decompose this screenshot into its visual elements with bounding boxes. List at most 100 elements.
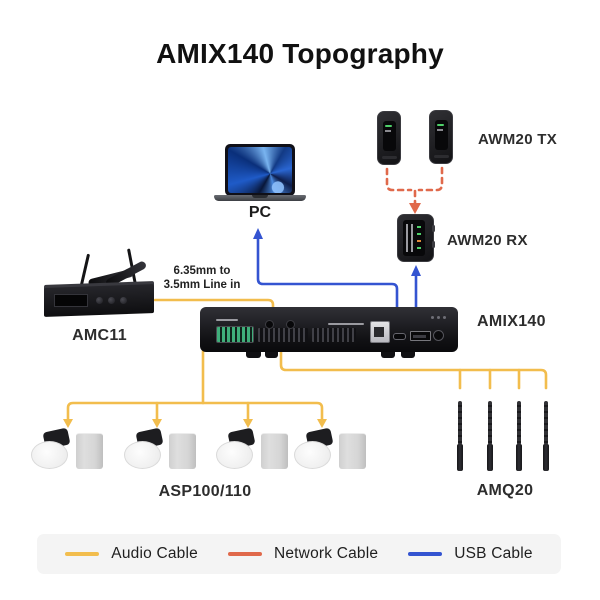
rx-green-indicator: [417, 226, 421, 228]
speaker-terminal-block: [216, 326, 254, 343]
status-dot: [431, 316, 434, 319]
legend-item-usb: USB Cable: [408, 545, 533, 563]
audio-cable-swatch: [65, 552, 100, 556]
port-label-strip: [216, 319, 238, 321]
speaker-pair: [216, 427, 288, 472]
amix140-label: AMIX140: [477, 313, 546, 330]
connector-pins: [258, 328, 308, 342]
device-foot: [265, 352, 278, 358]
speaker-pair: [124, 427, 196, 472]
amc11-knob: [96, 297, 103, 304]
mic-grip: [457, 444, 463, 471]
mic-grip: [487, 444, 493, 471]
port-label-strip: [328, 323, 364, 325]
ceiling-speaker-image: [294, 427, 334, 470]
wall-speaker-image: [169, 433, 196, 469]
amq20-mic-image: [516, 401, 523, 471]
rx-side-button: [432, 241, 435, 248]
rx-orange-indicator: [417, 240, 421, 242]
amq20-label: AMQ20: [476, 482, 534, 499]
amq20-mic-image: [457, 401, 464, 471]
awm20-tx-device-1: [377, 111, 401, 165]
page-title: AMIX140 Topography: [156, 38, 444, 69]
mic-rod: [544, 401, 548, 445]
rx-meter-bar: [411, 224, 413, 252]
tx-led: [385, 125, 392, 127]
ceiling-speaker-face: [124, 441, 161, 469]
ceiling-speaker-image: [216, 427, 256, 470]
mic-grip: [543, 444, 549, 471]
device-foot: [381, 352, 395, 358]
network-arrow-rx: [409, 203, 421, 214]
legend-item-audio: Audio Cable: [65, 545, 198, 563]
awm20-tx-label: AWM20 TX: [478, 131, 558, 148]
wall-speaker-image: [76, 433, 103, 469]
awm20-tx-device-2: [429, 110, 453, 164]
usb-cable-amix140-to-pc: [256, 235, 399, 318]
rx-meter-bar: [406, 224, 408, 252]
pc-laptop-image: [214, 144, 306, 206]
line-in-note: 6.35mm to 3.5mm Line in: [156, 264, 248, 292]
connector-pins: [312, 328, 356, 342]
power-jack: [433, 330, 444, 341]
usb-cable-swatch: [408, 552, 443, 556]
ceiling-speaker-face: [294, 441, 331, 469]
amc11-display: [54, 294, 88, 307]
tx-screen-text: [385, 130, 391, 132]
tx-led: [437, 124, 444, 126]
speaker-pair: [31, 427, 103, 472]
amc11-knob: [108, 297, 115, 304]
laptop-base: [214, 195, 306, 201]
usb-a-port: [410, 331, 431, 341]
amc11-label: AMC11: [72, 327, 127, 344]
ceiling-speaker-face: [216, 441, 253, 469]
ethernet-port-hole: [374, 327, 384, 337]
legend-label: Audio Cable: [111, 545, 198, 562]
status-dot: [437, 316, 440, 319]
tx-screen: [383, 121, 396, 151]
ceiling-speaker-image: [31, 427, 71, 470]
status-dot: [443, 316, 446, 319]
tx-screen: [435, 120, 448, 150]
rx-side-button: [432, 225, 435, 232]
mic-rod: [458, 401, 462, 445]
laptop-screen: [225, 144, 295, 196]
usb-arrow-rx: [411, 265, 421, 276]
mic-rod: [517, 401, 521, 445]
legend-label: Network Cable: [273, 545, 379, 562]
legend: Audio Cable Network Cable USB Cable: [37, 534, 561, 574]
legend-label: USB Cable: [454, 545, 533, 562]
amc11-device: [42, 248, 157, 320]
laptop-wallpaper: [228, 147, 292, 193]
legend-item-network: Network Cable: [227, 545, 379, 563]
device-foot: [246, 352, 261, 358]
wall-speaker-image: [261, 433, 288, 469]
ethernet-port: [370, 321, 390, 343]
mic-grip: [516, 444, 522, 471]
line-in-note-line1: 6.35mm to: [173, 265, 231, 277]
awm20-rx-label: AWM20 RX: [447, 232, 528, 249]
ceiling-speaker-face: [31, 441, 68, 469]
amq20-mic-image: [543, 401, 550, 471]
tx-clip: [434, 155, 449, 158]
awm20-rx-device: [397, 214, 435, 262]
line-in-note-line2: 3.5mm Line in: [163, 279, 241, 291]
wall-speaker-image: [339, 433, 366, 469]
mic-rod: [488, 401, 492, 445]
network-cable-tx-to-rx: [385, 166, 444, 206]
usb-a-tongue: [413, 335, 426, 338]
amq20-mic-image: [487, 401, 494, 471]
amix140-device: [200, 307, 458, 352]
line-in-jack: [265, 320, 274, 329]
line-out-jack: [286, 320, 295, 329]
tx-clip: [382, 156, 397, 159]
audio-cable-amix140-to-speakers: [66, 349, 324, 422]
device-foot: [401, 352, 415, 358]
speaker-pair: [294, 427, 366, 472]
usb-c-port: [393, 333, 406, 340]
laptop-notch: [252, 195, 268, 198]
usb-arrow-pc: [253, 228, 263, 239]
asp-label: ASP100/110: [158, 483, 252, 500]
pc-label: PC: [248, 204, 272, 221]
